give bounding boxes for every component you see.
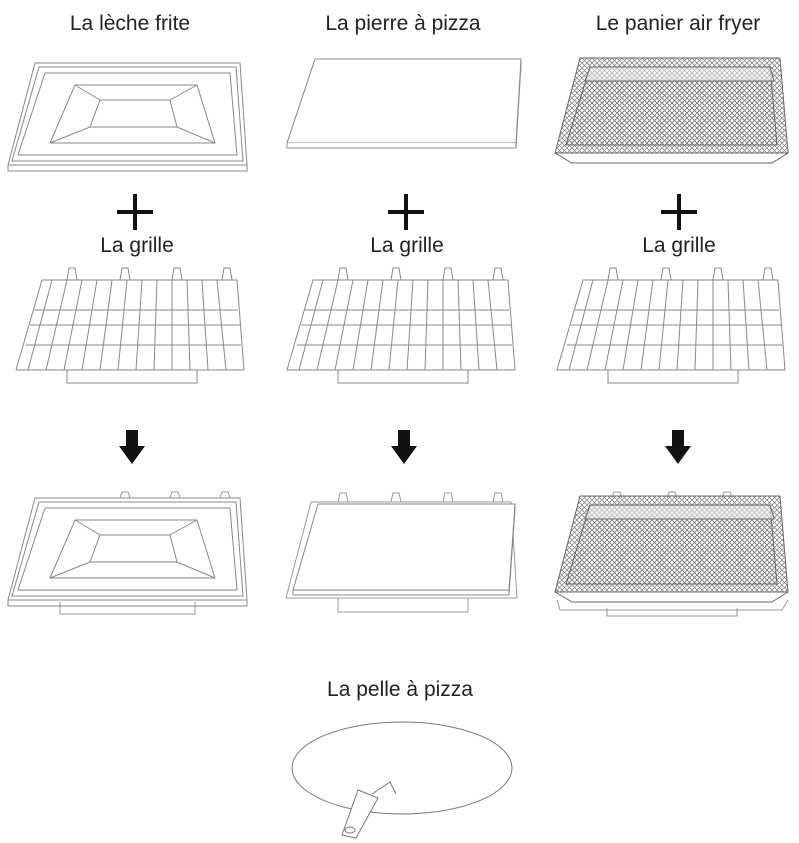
pizza-stone-title: La pierre à pizza (325, 12, 481, 35)
arrow-down-icon (119, 430, 145, 464)
drip-tray-illustration (5, 55, 250, 175)
oven-rack-illustration (12, 265, 247, 390)
pizza-peel-illustration (290, 720, 515, 843)
plus-icon (661, 194, 697, 230)
drip-tray-on-rack-illustration (5, 490, 250, 620)
air-fryer-basket-on-rack-illustration (552, 490, 792, 620)
rack-label: La grille (370, 234, 444, 257)
rack-label: La grille (642, 234, 716, 257)
pizza-peel-title: La pelle à pizza (327, 678, 473, 701)
drip-tray-title: La lèche frite (69, 12, 191, 35)
plus-icon (117, 194, 153, 230)
arrow-down-icon (391, 430, 417, 464)
air-fryer-basket-illustration (552, 53, 792, 168)
rack-label: La grille (100, 234, 174, 257)
pizza-stone-on-rack-illustration (283, 490, 528, 620)
air-fryer-basket-title: Le panier air fryer (595, 12, 761, 35)
pizza-stone-illustration (285, 55, 525, 155)
oven-rack-illustration (283, 265, 518, 390)
plus-icon (388, 194, 424, 230)
arrow-down-icon (665, 430, 691, 464)
oven-rack-illustration (553, 265, 788, 390)
